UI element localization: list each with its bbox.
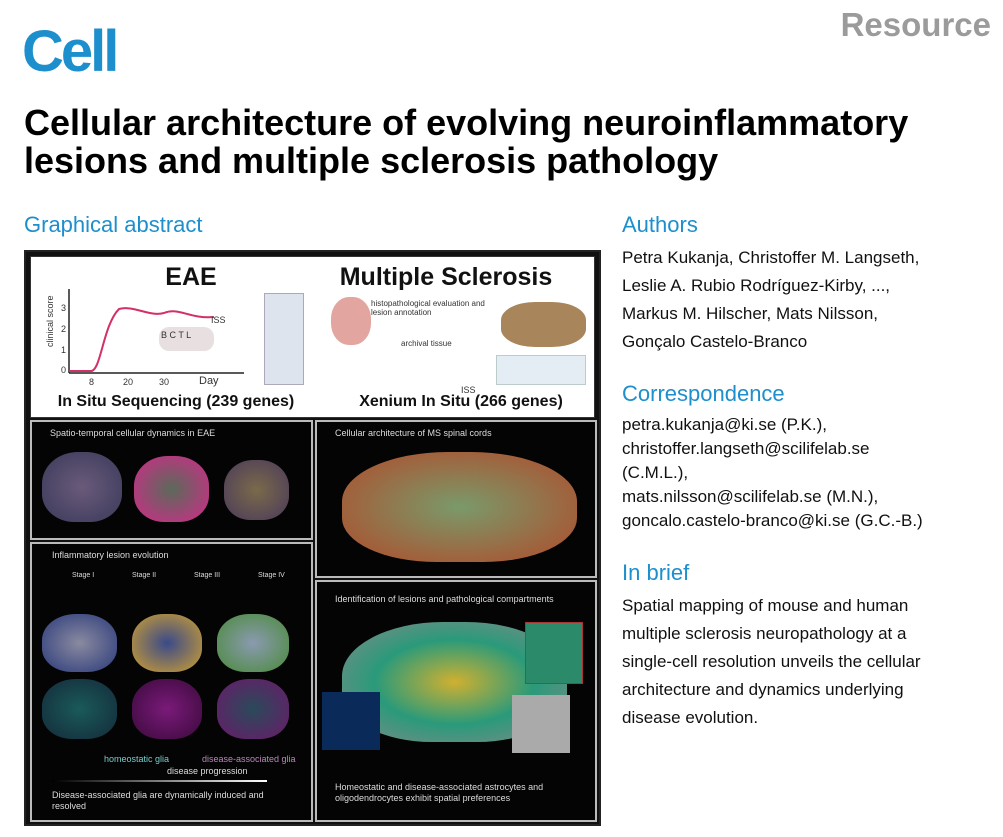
correspondence-heading: Correspondence [622, 381, 785, 406]
authors-heading: Authors [622, 212, 698, 237]
ms-title: Multiple Sclerosis [339, 263, 553, 291]
y-tick: 0 [61, 365, 67, 375]
y-tick: 3 [61, 303, 67, 313]
in-brief-line: Spatial mapping of mouse and human [622, 596, 909, 615]
article-type: Resource [840, 6, 991, 43]
tissue-slide [264, 293, 304, 385]
stage-label: Stage IV [258, 572, 285, 579]
eae-dynamics-panel: Spatio-temporal cellular dynamics in EAE [30, 420, 313, 540]
article-title: Cellular architecture of evolving neuroi… [24, 102, 909, 181]
email-link[interactable]: petra.kukanja@ki.se (P.K.), [622, 415, 827, 434]
email-link[interactable]: mats.nilsson@scilifelab.se (M.N.), [622, 487, 879, 506]
histo-label: histopathological evaluation and lesion … [371, 299, 485, 317]
panel-label: Spatio-temporal cellular dynamics in EAE [50, 428, 216, 438]
progression-arrow [52, 780, 267, 782]
tissue-image [42, 614, 117, 672]
in-brief-heading: In brief [622, 560, 690, 585]
author-line: Petra Kukanja, Christoffer M. Langseth, [622, 248, 920, 267]
abstract-top-section: EAE Multiple Sclerosis clinical score 0 … [30, 256, 595, 418]
tissue-image [217, 614, 289, 672]
archival-label: archival tissue [401, 339, 452, 348]
tissue-image [217, 679, 289, 739]
y-axis-label: clinical score [45, 295, 55, 347]
iss-label: ISS [211, 315, 226, 325]
progression-label: disease progression [167, 766, 248, 776]
author-line: Markus M. Hilscher, Mats Nilsson, [622, 304, 878, 323]
in-brief-text: Spatial mapping of mouse and human multi… [622, 592, 921, 732]
iss-label: ISS [461, 385, 476, 395]
brain-illustration [331, 297, 371, 345]
mouse-labels: B C T L [161, 330, 192, 340]
in-brief-line: single-cell resolution unveils the cellu… [622, 652, 921, 671]
in-brief-line: architecture and dynamics underlying [622, 680, 904, 699]
glia-inset [512, 695, 570, 753]
iss-method: In Situ Sequencing (239 genes) [57, 393, 295, 410]
x-tick: 30 [159, 377, 170, 387]
tissue-image [224, 460, 289, 520]
clinical-score-chart [68, 289, 244, 374]
eae-title: EAE [165, 263, 217, 291]
tissue-section [501, 302, 586, 347]
x-tick: 20 [123, 377, 134, 387]
tissue-image [342, 452, 577, 562]
graphical-abstract-heading: Graphical abstract [24, 212, 203, 237]
tissue-image [132, 614, 202, 672]
ms-architecture-panel: Cellular architecture of MS spinal cords [315, 420, 597, 578]
panel-label: Cellular architecture of MS spinal cords [335, 428, 492, 438]
xenium-method: Xenium In Situ (266 genes) [359, 393, 563, 410]
in-brief-line: disease evolution. [622, 708, 759, 727]
stage-label: Stage III [194, 572, 221, 579]
graphical-abstract: EAE Multiple Sclerosis clinical score 0 … [24, 250, 601, 826]
author-line: Leslie A. Rubio Rodríguez-Kirby, ..., [622, 276, 891, 295]
lesion-evolution-panel: Inflammatory lesion evolution Stage I St… [30, 542, 313, 822]
tissue-image [132, 679, 202, 739]
email-initials: (C.M.L.), [622, 463, 689, 482]
homeostatic-label: homeostatic glia [104, 754, 170, 764]
tissue-image [42, 452, 122, 522]
in-brief-line: multiple sclerosis neuropathology at a [622, 624, 907, 643]
x-tick: 8 [89, 377, 95, 387]
panel-caption: Disease-associated glia are dynamically … [52, 790, 264, 811]
stage-label: Stage I [72, 572, 95, 579]
xenium-slide [496, 355, 586, 385]
author-line: Gonçalo Castelo-Branco [622, 332, 808, 351]
lesion-identification-panel: Identification of lesions and pathologic… [315, 580, 597, 822]
email-link[interactable]: goncalo.castelo-branco@ki.se (G.C.-B.) [622, 511, 923, 530]
panel-label: Identification of lesions and pathologic… [335, 594, 554, 604]
stage-label: Stage II [132, 572, 157, 579]
panel-label: Inflammatory lesion evolution [52, 550, 169, 560]
y-tick: 1 [61, 345, 67, 355]
oligodendrocyte-inset [322, 692, 380, 750]
panel-caption: Homeostatic and disease-associated astro… [335, 782, 544, 803]
email-link[interactable]: christoffer.langseth@scilifelab.se [622, 439, 870, 458]
correspondence-list: petra.kukanja@ki.se (P.K.), christoffer.… [622, 413, 923, 533]
tissue-image [134, 456, 209, 522]
journal-logo: Cell [22, 19, 119, 84]
tissue-image [42, 679, 117, 739]
disease-label: disease-associated glia [202, 754, 296, 764]
y-tick: 2 [61, 324, 67, 334]
authors-list: Petra Kukanja, Christoffer M. Langseth, … [622, 244, 919, 356]
astrocyte-inset [525, 622, 583, 684]
x-axis-label: Day [199, 375, 219, 387]
